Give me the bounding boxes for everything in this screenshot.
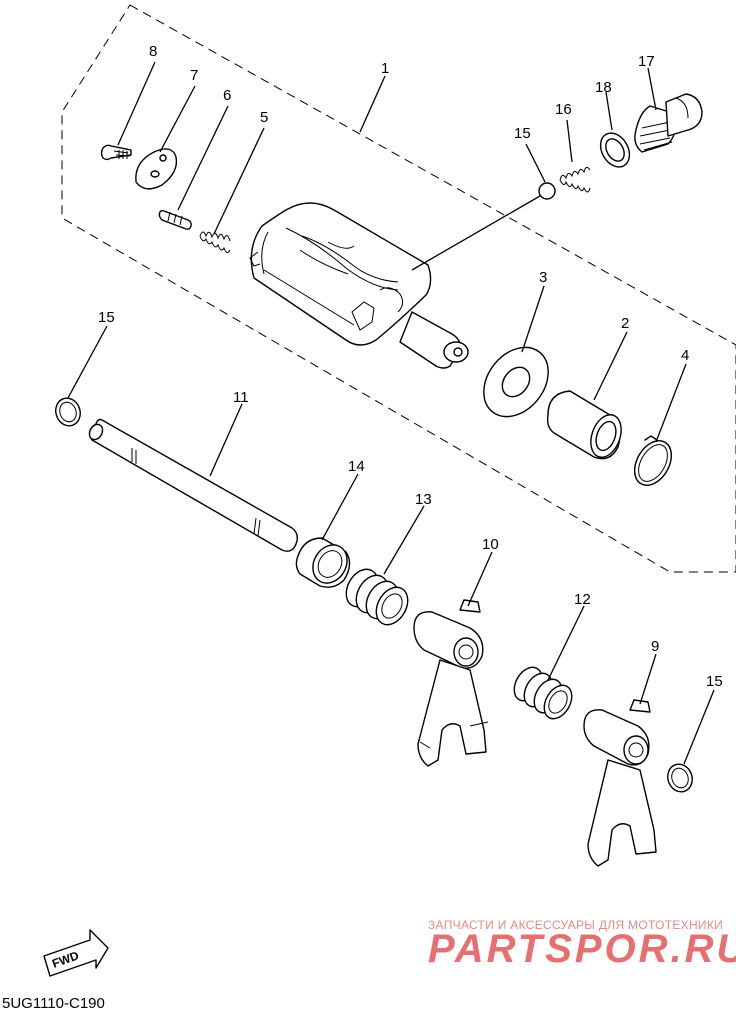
callout-4: 4: [681, 347, 689, 364]
watermark-tagline: ЗАПЧАСТИ И АКСЕССУАРЫ ДЛЯ МОТОТЕХНИКИ: [428, 918, 723, 932]
drum-to-ball-line: [411, 195, 541, 271]
part-washer: [483, 346, 549, 418]
callout-6: 6: [223, 87, 231, 104]
part-bolt: [634, 93, 703, 153]
leader-lines: [67, 61, 715, 765]
callout-11: 11: [233, 389, 249, 406]
callout-15-right: 15: [706, 673, 723, 690]
part-circlip-left: [55, 397, 81, 427]
part-shift-drum: [249, 202, 469, 369]
callout-14: 14: [348, 458, 365, 475]
part-plate: [135, 148, 178, 190]
part-spring-rear: [513, 666, 573, 720]
part-shaft: [88, 418, 299, 552]
callout-18: 17: [638, 53, 655, 70]
callout-10: 10: [482, 536, 499, 553]
part-screw: [100, 144, 132, 161]
part-shift-fork-front: [413, 599, 489, 767]
part-pin: [158, 209, 192, 230]
callout-5: 5: [260, 109, 268, 126]
callout-7: 7: [190, 67, 198, 84]
callout-9: 9: [651, 638, 659, 655]
callout-2: 2: [621, 315, 629, 332]
callout-12: 12: [574, 591, 591, 608]
callout-3: 3: [539, 269, 547, 286]
callout-16: 15: [514, 125, 531, 142]
part-shift-fork-rear: [583, 699, 657, 867]
part-collar: [295, 537, 351, 588]
part-detent-spring: [559, 166, 591, 193]
callout-19: 18: [595, 79, 612, 96]
part-ball: [538, 182, 556, 200]
part-spring-front: [345, 568, 409, 626]
callout-15-left: 15: [98, 309, 115, 326]
part-small-spring: [199, 231, 231, 254]
watermark-brand: PARTSPOR.RU: [428, 927, 736, 971]
fwd-arrow-icon: FWD: [43, 929, 109, 977]
callout-13: 13: [415, 491, 432, 508]
callout-8: 8: [149, 43, 157, 60]
callout-1: 1: [381, 60, 389, 77]
part-bearing: [546, 390, 622, 460]
part-gasket: [599, 132, 631, 168]
drawing-code: 5UG1110-C190: [2, 995, 105, 1011]
part-circlip-large: [633, 435, 673, 486]
callout-17: 16: [555, 101, 572, 118]
part-circlip-right: [667, 763, 693, 793]
